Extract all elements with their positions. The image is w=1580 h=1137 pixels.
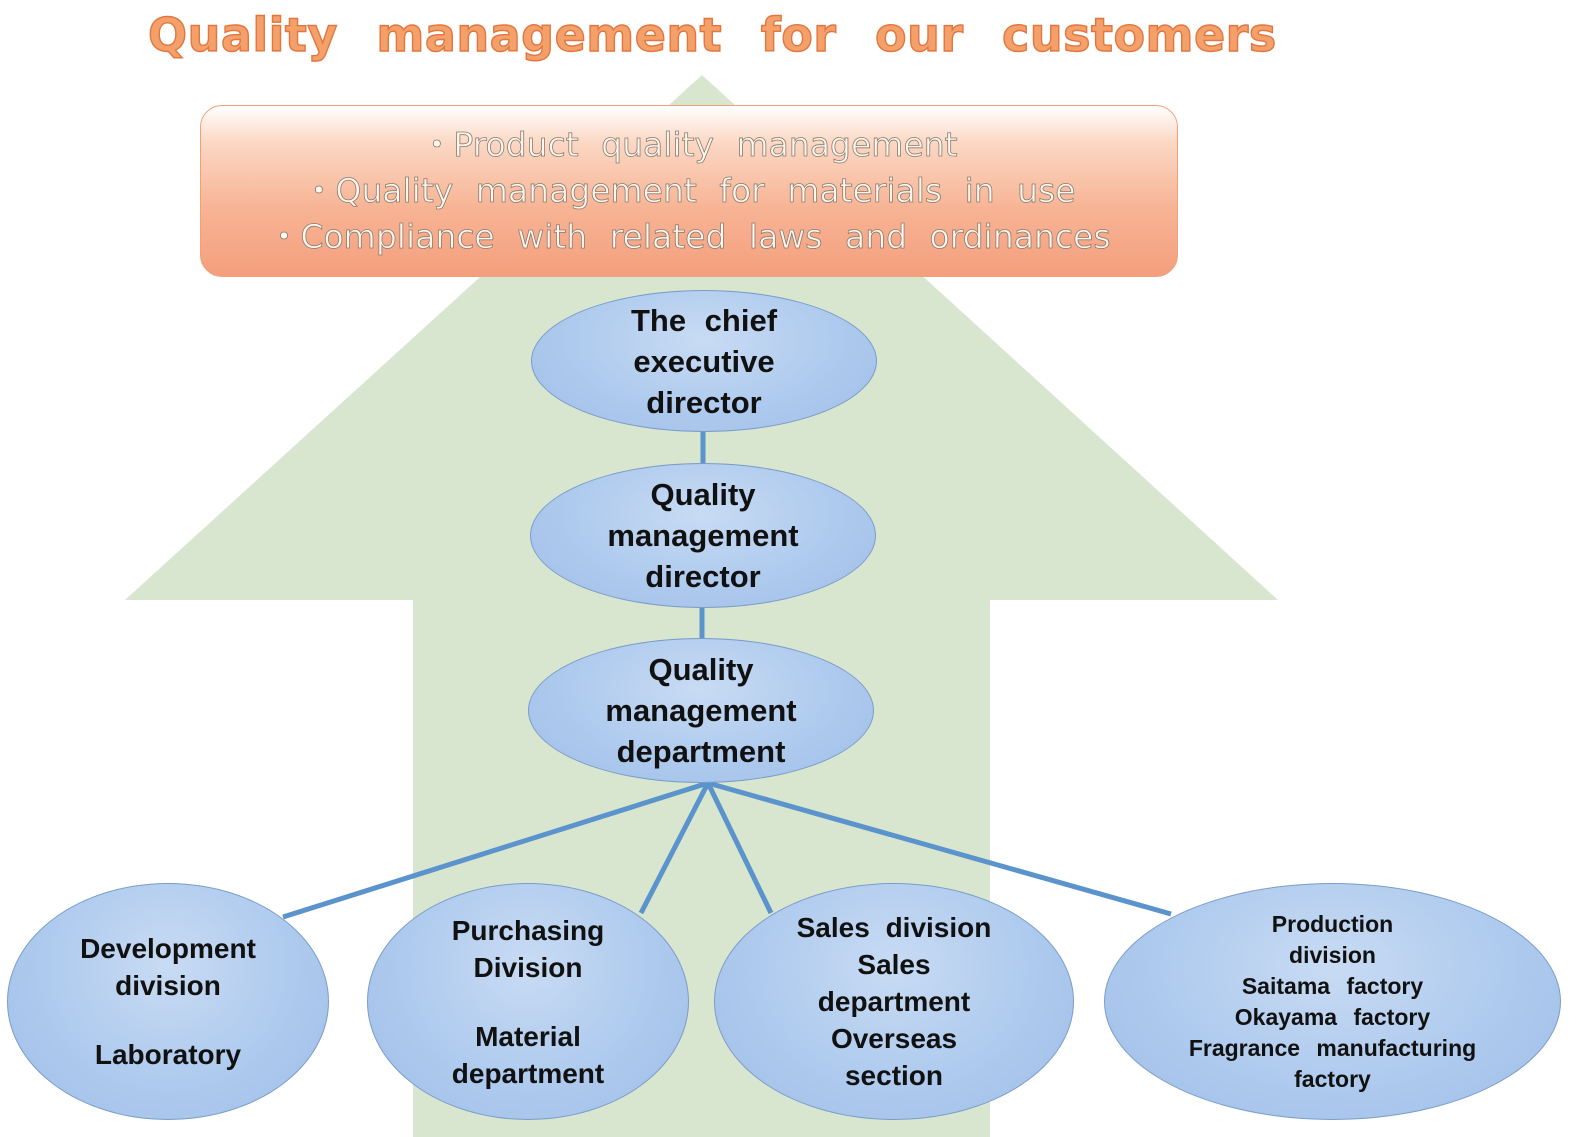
node-sales-division: Sales division Sales department Overseas… xyxy=(714,883,1074,1120)
connector-to-production xyxy=(707,780,1172,917)
node-sub-label-line: Laboratory xyxy=(94,1039,242,1070)
node-label-line: management xyxy=(607,518,799,553)
connector-to-purchasing xyxy=(638,781,711,915)
node-label-line: department xyxy=(817,986,971,1017)
node-label-line: Overseas xyxy=(830,1023,958,1054)
node-purchasing-division: Purchasing Division Material department xyxy=(367,883,689,1120)
scope-item-compliance: ・Compliance with related laws and ordina… xyxy=(267,217,1111,257)
node-label-line: Production xyxy=(1271,910,1394,937)
node-label-line: Quality xyxy=(650,477,756,512)
node-label-line: Purchasing xyxy=(451,914,605,946)
node-sub-label-line: Material xyxy=(475,1020,581,1052)
node-label-line: Sales xyxy=(857,949,931,980)
scope-item-materials-quality: ・Quality management for materials in use xyxy=(302,171,1076,211)
node-label-line: department xyxy=(616,734,786,769)
node-label-line: The chief xyxy=(630,302,778,338)
node-label-line: Development xyxy=(80,933,256,964)
node-label-line: Fragrance manufacturing xyxy=(1188,1034,1477,1061)
node-production-division: Production division Saitama factory Okay… xyxy=(1104,883,1561,1120)
scope-item-product-quality: ・Product quality management xyxy=(420,125,958,165)
node-label-line: division xyxy=(115,970,221,1001)
node-label-line: Sales division xyxy=(796,912,992,943)
connector-to-sales xyxy=(705,781,774,915)
node-label-line: section xyxy=(844,1060,944,1091)
connector-to-development xyxy=(282,780,709,920)
node-sub-label-line: department xyxy=(451,1057,605,1089)
node-label-line: factory xyxy=(1294,1065,1371,1092)
page-title: Quality management for our customers xyxy=(147,7,1277,62)
node-label-line: executive xyxy=(633,343,775,379)
node-chief-executive-director: The chief executive director xyxy=(531,290,877,432)
node-label-line: director xyxy=(646,384,762,420)
node-label-line: director xyxy=(645,559,761,594)
node-development-division: Development division Laboratory xyxy=(7,883,329,1120)
node-quality-management-director: Quality management director xyxy=(530,463,876,608)
node-label-line: Okayama factory xyxy=(1234,1003,1431,1030)
node-quality-management-department: Quality management department xyxy=(528,638,874,783)
node-label-line: management xyxy=(605,693,797,728)
node-label-line: division xyxy=(1289,941,1376,968)
connector-lines xyxy=(282,430,1172,920)
node-label-line: Saitama factory xyxy=(1241,972,1424,999)
node-label-line: Quality xyxy=(648,652,754,687)
node-label-line: Division xyxy=(473,951,583,983)
quality-scope-box: ・Product quality management ・Quality man… xyxy=(200,105,1178,277)
